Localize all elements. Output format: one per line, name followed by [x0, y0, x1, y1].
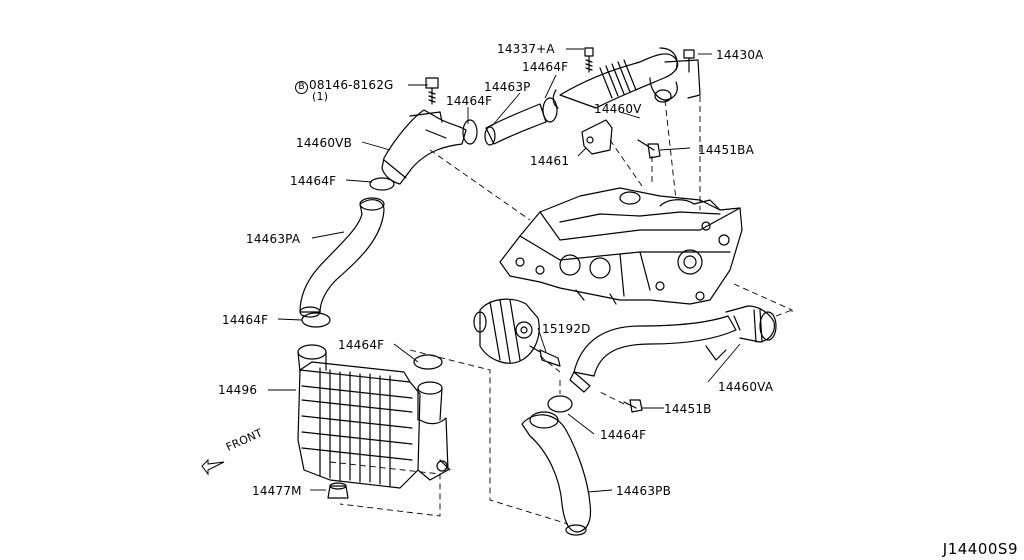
tube-14460va — [569, 305, 777, 393]
label-14451ba: 14451BA — [698, 143, 755, 157]
bolt-14430a — [683, 49, 695, 73]
diagram-code: J14400S9 — [942, 540, 1018, 558]
engine-block — [499, 187, 743, 305]
hose-14463p — [484, 103, 547, 146]
clamp-14464f-top — [542, 97, 558, 123]
bolt-14451b — [623, 399, 643, 413]
bolt-08146 — [425, 77, 439, 105]
clamp-14464f-c — [369, 177, 395, 191]
tube-14460v — [552, 47, 701, 109]
label-08146-code: 08146-8162G — [309, 78, 394, 92]
bracket-14461 — [581, 119, 613, 155]
label-08146-qty: (1) — [312, 90, 329, 103]
label-14463pb: 14463PB — [616, 484, 672, 498]
bolt-14451ba — [637, 139, 661, 159]
label-14464f-e: 14464F — [338, 338, 385, 352]
label-14451b: 14451B — [664, 402, 712, 416]
alternator — [473, 298, 540, 364]
label-14460v: 14460V — [594, 102, 642, 116]
front-arrow — [201, 458, 225, 476]
hose-14463pb — [521, 411, 592, 536]
label-14477m: 14477M — [252, 484, 302, 498]
label-14461: 14461 — [530, 154, 570, 168]
label-14496: 14496 — [218, 383, 258, 397]
label-14464f-d: 14464F — [222, 313, 269, 327]
bolt-14337a — [584, 47, 594, 73]
hose-14463pa — [299, 197, 385, 318]
label-14463pa: 14463PA — [246, 232, 301, 246]
label-15192d: 15192D — [542, 322, 591, 336]
label-14463p: 14463P — [484, 80, 531, 94]
clamp-14464f-e — [413, 354, 443, 370]
clamp-14464f-b — [462, 119, 478, 145]
clamp-14464f-f — [547, 395, 573, 413]
intercooler-14496 — [297, 344, 451, 489]
label-14464f-b: 14464F — [446, 94, 493, 108]
label-14430a: 14430A — [716, 48, 764, 62]
circled-b-symbol: B — [295, 81, 308, 94]
label-14464f-top: 14464F — [522, 60, 569, 74]
label-14337a: 14337+A — [497, 42, 555, 56]
label-14460va: 14460VA — [718, 380, 774, 394]
tube-14460vb — [381, 109, 467, 185]
label-14464f-f: 14464F — [600, 428, 647, 442]
label-14464f-c: 14464F — [290, 174, 337, 188]
label-14460vb: 14460VB — [296, 136, 353, 150]
mount-14477m — [327, 482, 349, 499]
clamp-14464f-d — [301, 312, 331, 328]
